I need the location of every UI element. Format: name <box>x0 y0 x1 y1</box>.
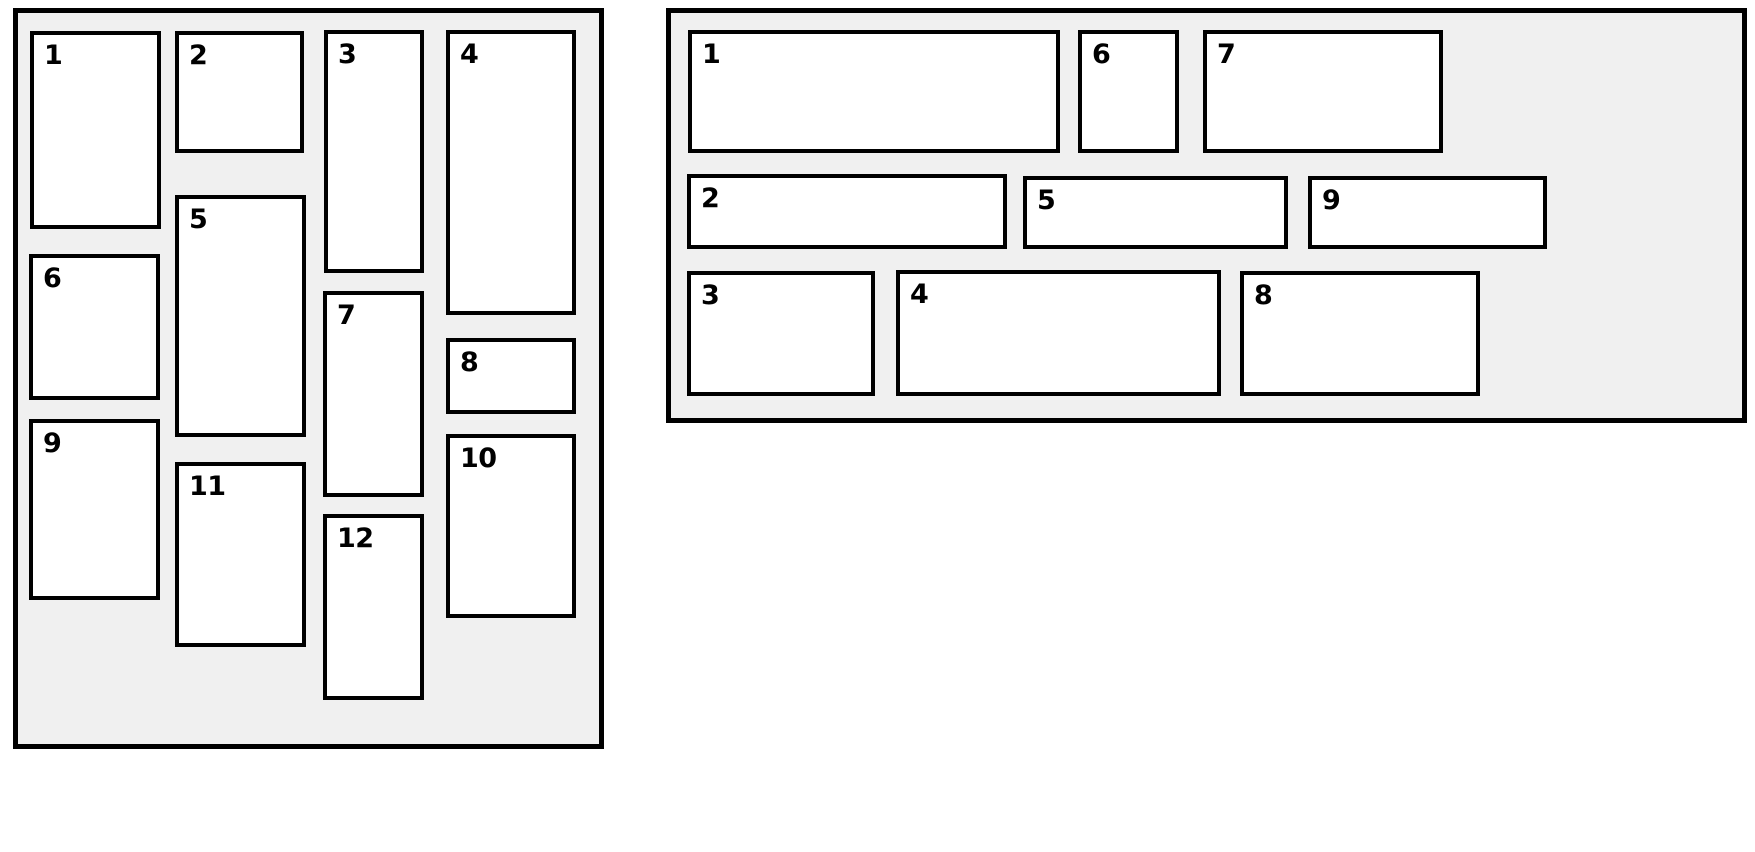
region-order-label: 10 <box>460 443 497 474</box>
region-order-label: 4 <box>460 39 479 70</box>
right-panel-region-7[interactable]: 7 <box>1203 30 1443 153</box>
left-panel-region-7[interactable]: 7 <box>323 291 424 497</box>
region-order-label: 11 <box>189 471 226 502</box>
region-order-label: 6 <box>1092 39 1111 70</box>
region-order-label: 5 <box>1037 185 1056 216</box>
region-order-label: 7 <box>337 300 356 331</box>
right-panel-region-2[interactable]: 2 <box>687 174 1007 249</box>
region-order-label: 1 <box>702 39 721 70</box>
right-panel-region-4[interactable]: 4 <box>896 270 1221 396</box>
region-order-label: 3 <box>701 280 720 311</box>
left-panel-region-2[interactable]: 2 <box>175 31 304 153</box>
region-order-label: 3 <box>338 39 357 70</box>
region-order-label: 1 <box>44 40 63 71</box>
region-order-label: 9 <box>1322 185 1341 216</box>
region-order-label: 2 <box>189 40 208 71</box>
right-panel-region-1[interactable]: 1 <box>688 30 1060 153</box>
left-panel-region-10[interactable]: 10 <box>446 434 576 618</box>
region-order-label: 6 <box>43 263 62 294</box>
left-panel-region-11[interactable]: 11 <box>175 462 306 647</box>
left-panel-region-9[interactable]: 9 <box>29 419 160 600</box>
right-panel-region-5[interactable]: 5 <box>1023 176 1288 249</box>
left-panel-region-12[interactable]: 12 <box>323 514 424 700</box>
right-panel-region-6[interactable]: 6 <box>1078 30 1179 153</box>
left-panel-region-6[interactable]: 6 <box>29 254 160 400</box>
region-order-label: 2 <box>701 183 720 214</box>
region-order-label: 7 <box>1217 39 1236 70</box>
left-panel-region-8[interactable]: 8 <box>446 338 576 414</box>
region-order-label: 8 <box>1254 280 1273 311</box>
left-panel-region-4[interactable]: 4 <box>446 30 576 315</box>
right-panel-region-3[interactable]: 3 <box>687 271 875 396</box>
left-panel-region-3[interactable]: 3 <box>324 30 424 273</box>
left-panel-region-5[interactable]: 5 <box>175 195 306 437</box>
region-order-label: 9 <box>43 428 62 459</box>
region-order-label: 12 <box>337 523 374 554</box>
right-panel-region-9[interactable]: 9 <box>1308 176 1547 249</box>
left-panel-region-1[interactable]: 1 <box>30 31 161 229</box>
right-panel-region-8[interactable]: 8 <box>1240 271 1480 396</box>
region-order-label: 5 <box>189 204 208 235</box>
region-order-label: 8 <box>460 347 479 378</box>
region-order-label: 4 <box>910 279 929 310</box>
